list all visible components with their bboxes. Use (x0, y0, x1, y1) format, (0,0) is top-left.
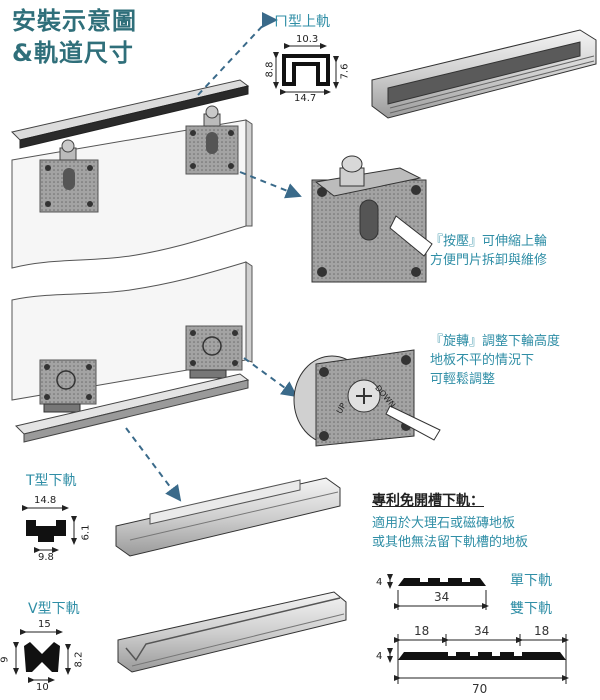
patent-title: 專利免開槽下軌： (372, 493, 484, 509)
v-rail-dim-top: 15 (38, 619, 51, 630)
top-rail-dim-right: 7.6 (339, 63, 351, 80)
t-rail-profile (22, 505, 77, 553)
v-rail-profile (13, 629, 71, 683)
v-rail-label: V型下軌 (28, 601, 80, 617)
upper-right-mount-plate (185, 105, 239, 175)
top-rail-3d (371, 29, 597, 119)
single-floor-rail-profile (387, 574, 489, 610)
diagram-title-line1: 安裝示意圖 (12, 7, 137, 35)
v-rail-dim-bottom: 10 (36, 682, 49, 693)
press-note-line2: 方便門片拆卸與維修 (430, 253, 548, 268)
v-rail-3d (117, 591, 347, 673)
single-rail-dim-width: 34 (434, 590, 450, 604)
double-rail-dim-middle: 34 (474, 624, 490, 638)
rotate-note-line2: 地板不平的情況下 (430, 353, 535, 368)
rotate-note-line3: 可輕鬆調整 (430, 372, 496, 387)
press-note-line1: 『按壓』可伸縮上輪 (430, 234, 548, 249)
double-rail-dim-thickness: 4 (376, 651, 383, 662)
lower-right-mount-plate (185, 325, 243, 379)
rotate-note-line1: 『旋轉』調整下輪高度 (430, 334, 561, 349)
top-rail-label: ㄇ型上軌 (274, 14, 330, 30)
double-rail-label: 雙下軌 (510, 601, 552, 617)
v-rail-dim-right: 8.2 (73, 651, 85, 668)
lower-door-panel (11, 261, 253, 413)
t-rail-3d (115, 477, 341, 557)
top-rail-dim-bottom: 14.7 (294, 93, 317, 104)
upper-plate-closeup (311, 155, 433, 283)
top-rail-dim-left: 8.8 (264, 61, 276, 78)
single-rail-label: 單下軌 (510, 573, 552, 589)
floor-rail-drawing (15, 373, 250, 443)
t-rail-dim-right: 6.1 (80, 524, 92, 541)
top-rail-profile (273, 43, 339, 95)
t-rail-dim-top: 14.8 (34, 495, 57, 506)
t-rail-dim-bottom: 9.8 (38, 552, 54, 563)
upper-door-panel (11, 105, 253, 269)
t-rail-label: T型下軌 (26, 473, 77, 489)
diagram-title-line2: &軌道尺寸 (12, 39, 134, 67)
v-rail-dim-left: 9 (0, 656, 11, 663)
callout-arrows (125, 12, 302, 502)
upper-left-mount-plate (39, 139, 99, 213)
top-rail-drawing (11, 79, 250, 149)
double-rail-dim-right: 18 (534, 624, 550, 638)
patent-line2: 或其他無法留下軌槽的地板 (372, 535, 529, 550)
single-rail-dim-thickness: 4 (376, 577, 383, 588)
top-rail-dim-top: 10.3 (296, 34, 319, 45)
patent-line1: 適用於大理石或磁磚地板 (372, 516, 516, 531)
double-rail-dim-left: 18 (414, 624, 430, 638)
lower-left-mount-plate (39, 359, 97, 413)
double-rail-dim-total: 70 (472, 682, 488, 696)
double-floor-rail-profile (387, 634, 569, 684)
lower-wheel-closeup (293, 349, 441, 447)
